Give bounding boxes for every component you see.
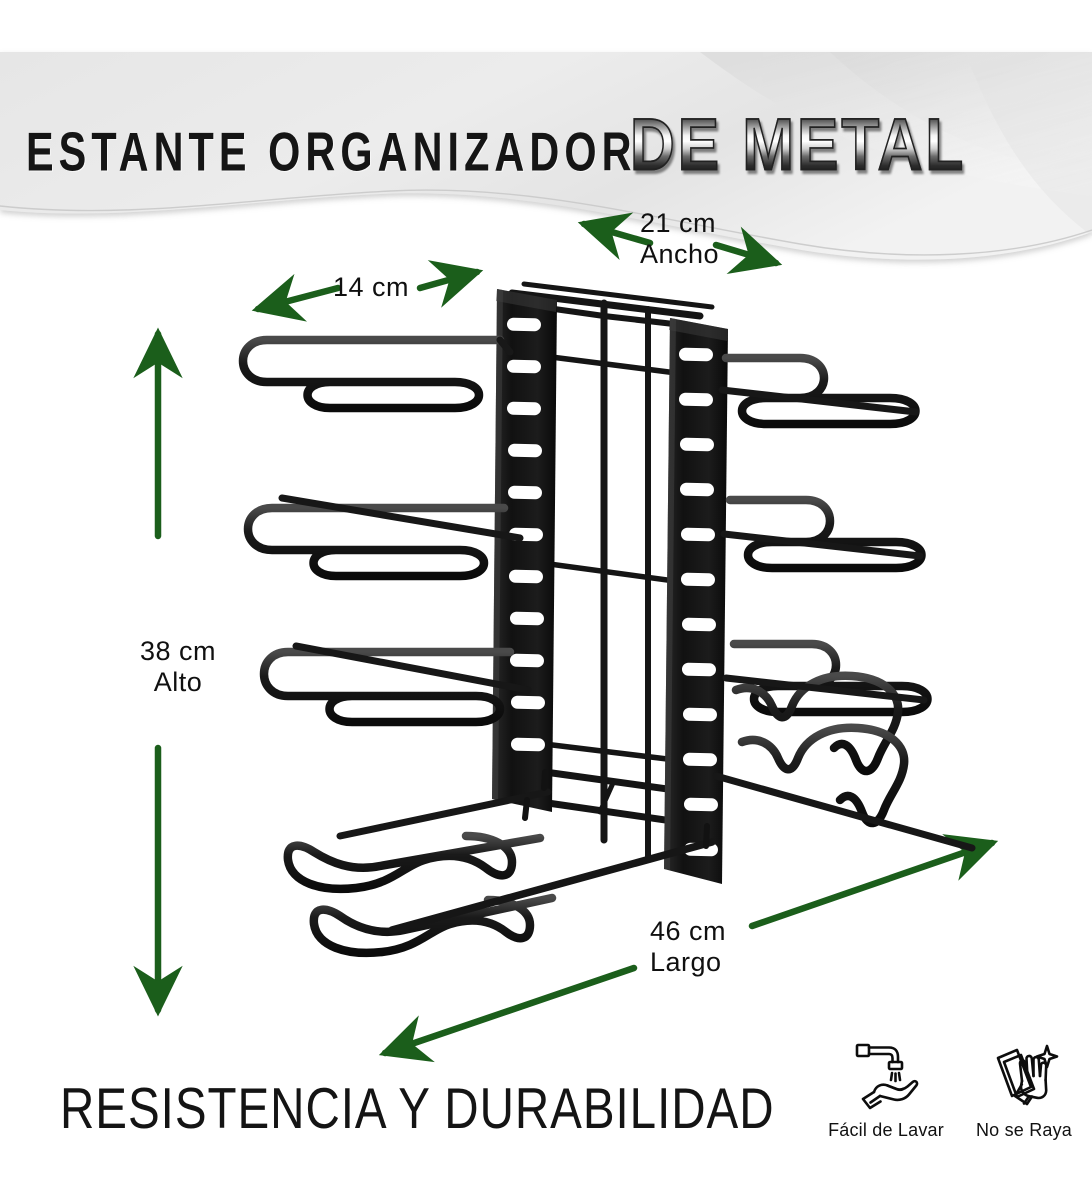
dimension-label-depth: 14 cm [333, 272, 409, 303]
feature-badges: Fácil de Lavar [828, 1036, 1080, 1141]
feature-easy-wash: Fácil de Lavar [828, 1036, 944, 1141]
dimension-caption-alto: Alto [153, 667, 203, 698]
dimension-caption-ancho: Ancho [640, 239, 720, 270]
dimension-value-alto: 38 cm [139, 636, 217, 666]
arrow-depth-right [416, 260, 484, 308]
arrow-largo-up-right [748, 834, 999, 930]
slotted-post-right [664, 318, 728, 884]
wire-arm-left-1 [238, 335, 505, 413]
wire-shelves-right [721, 353, 932, 828]
feature-label-easy-wash: Fácil de Lavar [828, 1120, 944, 1140]
feature-scratch-resistant: No se Raya [968, 1036, 1080, 1141]
dimension-value-depth: 14 cm [333, 272, 410, 302]
arrow-depth-left [251, 273, 342, 322]
faucet-hand-wash-icon [849, 1036, 923, 1114]
dimension-value-ancho: 21 cm [640, 208, 717, 238]
wire-arm-right-3 [729, 639, 932, 717]
feature-label-scratch-resistant: No se Raya [975, 1120, 1073, 1140]
gloved-hand-wipe-sparkle-icon [987, 1036, 1061, 1114]
wire-arm-left-2 [243, 503, 509, 581]
wire-arm-left-4 [283, 831, 545, 894]
wire-arm-left-4b [309, 893, 557, 958]
dimension-label-ancho: 21 cm Ancho [640, 208, 719, 271]
arrow-ancho-right [712, 226, 783, 274]
bottom-front-long-rail [388, 838, 716, 934]
wire-arm-left-3 [259, 647, 515, 727]
wire-arm-right-4 [731, 671, 903, 776]
page-title-metal: DE METAL [629, 104, 967, 187]
tagline-text: RESISTENCIA Y DURABILIDAD [60, 1077, 775, 1141]
base-mid-rail [597, 780, 616, 815]
header-title-row: ESTANTE ORGANIZADOR DE METAL [0, 52, 1092, 187]
page-title-primary: ESTANTE ORGANIZADOR [26, 120, 637, 183]
support-rods-right [712, 386, 976, 852]
support-rods-left [278, 494, 552, 840]
wire-arm-right-2 [725, 495, 926, 573]
slotted-post-left [492, 289, 557, 812]
dimension-arrows [133, 212, 999, 1063]
pan-organizer-rack [238, 281, 976, 958]
dimension-caption-largo: Largo [650, 947, 722, 978]
wire-shelves-left [238, 335, 557, 958]
dimension-label-largo: 46 cm Largo [650, 916, 726, 979]
arrow-ancho-left [577, 212, 654, 260]
dimension-label-alto: 38 cm Alto [118, 636, 238, 699]
arrow-largo-down-left [378, 964, 638, 1063]
dimension-value-largo: 46 cm [650, 916, 727, 946]
